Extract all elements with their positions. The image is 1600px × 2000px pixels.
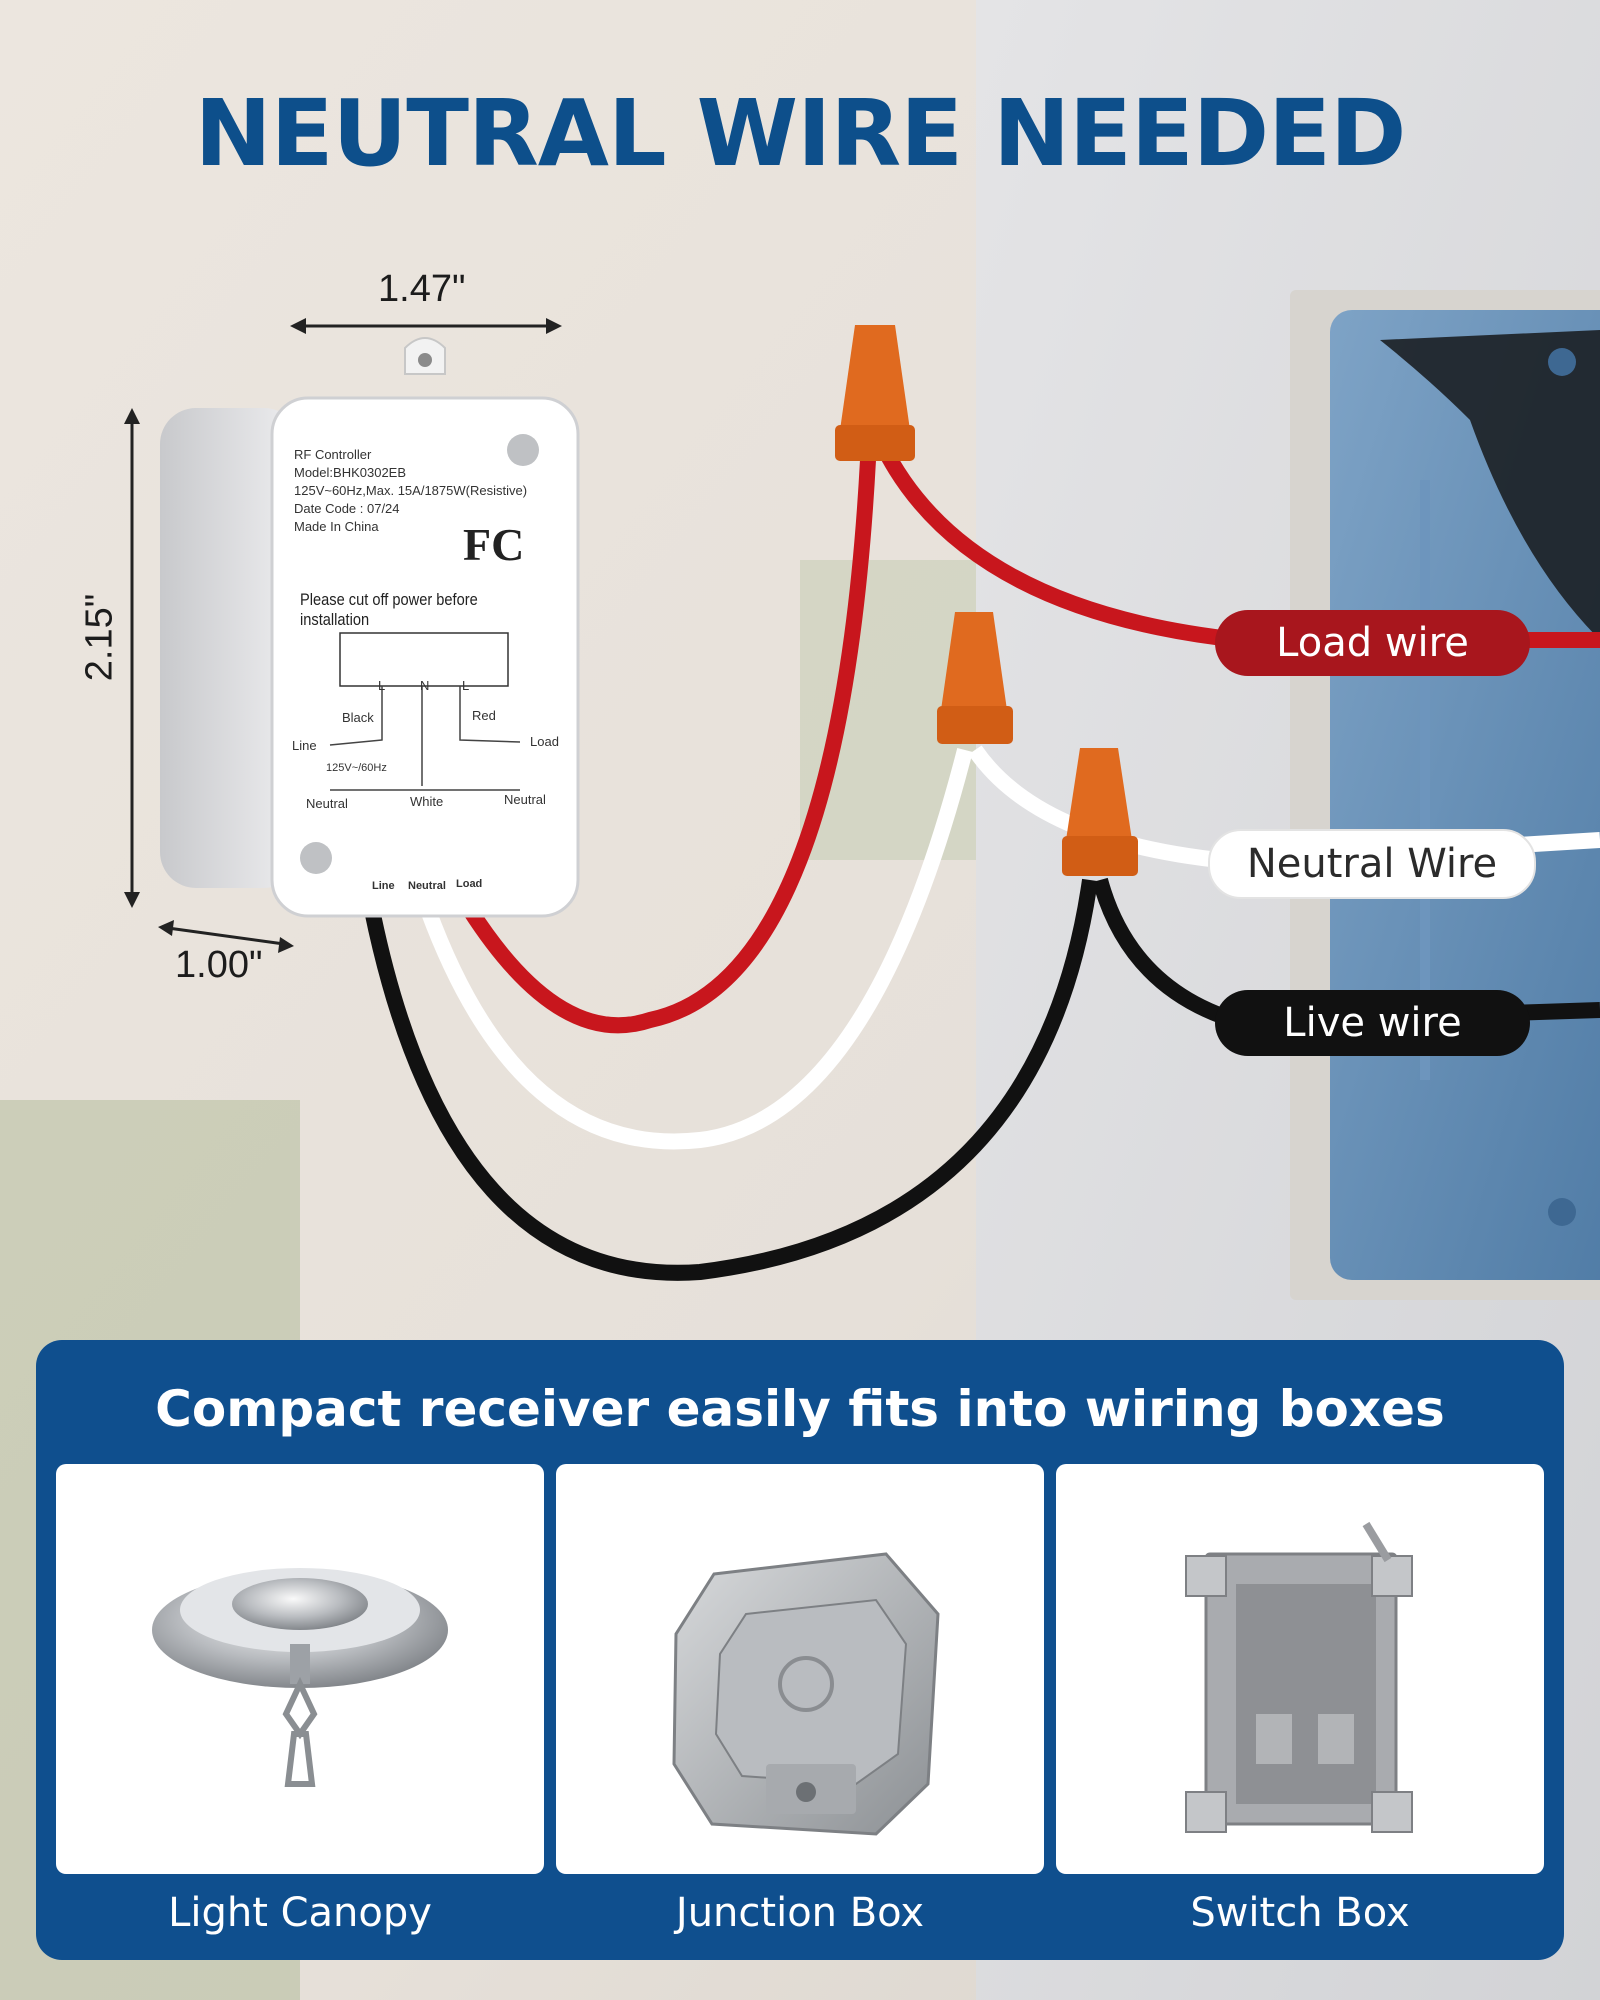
switch-box-label: Switch Box xyxy=(1190,1890,1410,1936)
light-canopy-icon xyxy=(152,1568,448,1787)
spec-line: Made In China xyxy=(294,519,379,534)
height-dimension-label: 2.15" xyxy=(78,593,121,682)
box-edge xyxy=(1420,480,1430,1080)
live-wire-device xyxy=(364,878,1098,1281)
junction-box-icon xyxy=(672,1552,940,1836)
terminal-label: L xyxy=(378,678,386,693)
diagram-label: Line xyxy=(292,738,317,753)
diagram-label: White xyxy=(410,794,444,809)
terminal-label: N xyxy=(420,678,430,693)
box-interior xyxy=(1380,330,1600,640)
diagram-label: Neutral xyxy=(504,792,546,807)
load-wire-label: Load wire xyxy=(1215,610,1530,676)
diagram-label: Red xyxy=(472,708,496,723)
switch-box-card xyxy=(1056,1464,1544,1874)
device-screw xyxy=(507,434,539,466)
light-canopy-label: Light Canopy xyxy=(168,1890,432,1936)
panel-title: Compact receiver easily fits into wiring… xyxy=(155,1380,1445,1438)
junction-box-card xyxy=(556,1464,1044,1874)
junction-box-label: Junction Box xyxy=(675,1890,925,1936)
bottom-terminal-label: Line xyxy=(372,880,395,892)
spec-line: RF Controller xyxy=(294,447,372,462)
neutral-wire-label: Neutral Wire xyxy=(1208,829,1536,899)
wire-nut-neutral xyxy=(937,612,1013,744)
load-wire-device xyxy=(463,459,876,1034)
width-dimension-label: 1.47" xyxy=(378,268,466,310)
wire-nut-live xyxy=(1062,748,1138,876)
neutral-wire-device xyxy=(420,748,973,1150)
box-screw-hole xyxy=(1548,1198,1576,1226)
height-dimension-arrow xyxy=(124,408,140,908)
switch-box-icon xyxy=(1185,1521,1413,1833)
depth-dimension-label: 1.00" xyxy=(175,944,263,986)
bottom-terminal-label: Neutral xyxy=(408,880,446,892)
device-warning: Please cut off power before installation xyxy=(300,590,478,629)
bottom-terminal-label: Load xyxy=(456,878,483,890)
live-wire-label: Live wire xyxy=(1215,990,1530,1056)
fcc-mark: FC xyxy=(463,519,525,570)
load-wire-wall xyxy=(872,436,1600,648)
page-title: NEUTRAL WIRE NEEDED xyxy=(194,80,1407,187)
spec-line: Date Code : 07/24 xyxy=(294,501,400,516)
depth-dimension-arrow xyxy=(158,920,294,953)
wire-nut-load xyxy=(835,325,915,461)
light-canopy-card xyxy=(56,1464,544,1874)
box-screw-hole xyxy=(1548,348,1576,376)
spec-line: Model:BHK0302EB xyxy=(294,465,407,480)
diagram-label: Load xyxy=(530,734,559,749)
width-dimension-arrow xyxy=(290,318,562,334)
device-screw xyxy=(300,842,332,874)
diagram-label: 125V~/60Hz xyxy=(326,762,387,774)
wiring-box-panel: Compact receiver easily fits into wiring… xyxy=(36,1340,1564,1960)
spec-line: 125V~60Hz,Max. 15A/1875W(Resistive) xyxy=(294,483,528,498)
diagram-label: Neutral xyxy=(306,796,348,811)
rf-controller-device xyxy=(160,337,580,918)
terminal-label: L xyxy=(462,678,470,693)
diagram-label: Black xyxy=(342,710,374,725)
device-spec-label: RF Controller Model:BHK0302EB 125V~60Hz,… xyxy=(294,446,534,536)
